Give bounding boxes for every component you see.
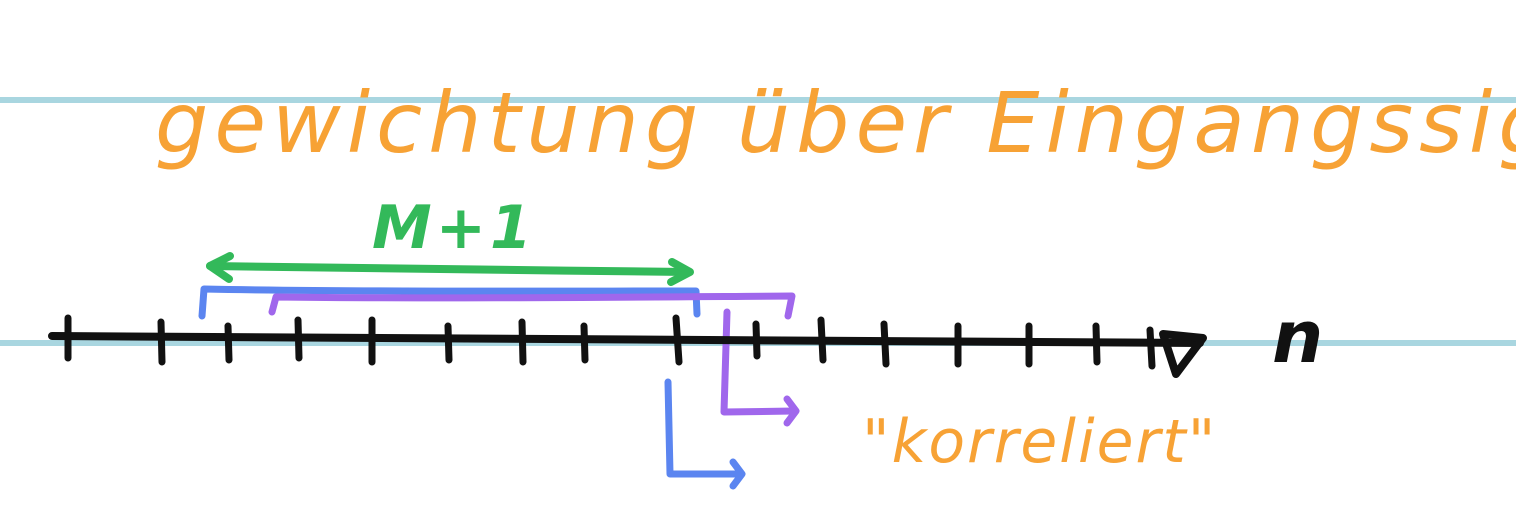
axis-tick: [294, 316, 303, 362]
axis-tick: [1146, 326, 1156, 370]
purple-pointer-arrow: [720, 308, 798, 416]
axis-tick: [817, 316, 827, 364]
axis-ticks: [64, 314, 1156, 370]
purple-window-bracket: [268, 292, 800, 427]
number-axis: [48, 314, 1207, 378]
axis-tick: [157, 318, 166, 366]
axis-tick: [444, 322, 453, 364]
axis-arrowhead: [1159, 330, 1207, 378]
title: gewichtung über Eingangssignal w[n]: [155, 74, 1516, 172]
axis-tick: [580, 322, 589, 364]
axis-tick: [1092, 322, 1101, 366]
axis-tick: [880, 320, 890, 368]
axis-tick: [672, 314, 683, 366]
purple-pointer-head: [783, 395, 800, 427]
window-width-shaft: [206, 262, 692, 276]
blue-window-bar: [198, 285, 701, 320]
axis-tick: [752, 320, 761, 360]
blue-pointer-arrow: [664, 378, 744, 478]
blue-pointer-head: [729, 458, 746, 490]
window-width-right-head: [667, 258, 694, 286]
purple-window-bar: [268, 292, 796, 320]
axis-label: n: [1272, 295, 1323, 379]
window-label: M+1: [372, 193, 536, 263]
axis-line: [48, 332, 1204, 347]
axis-tick: [518, 318, 527, 366]
window-width-arrow: [206, 252, 694, 286]
axis-tick: [224, 322, 233, 364]
window-width-left-head: [206, 252, 234, 283]
annotation-text: "korreliert": [862, 407, 1217, 477]
blue-window-bracket: [198, 285, 746, 490]
